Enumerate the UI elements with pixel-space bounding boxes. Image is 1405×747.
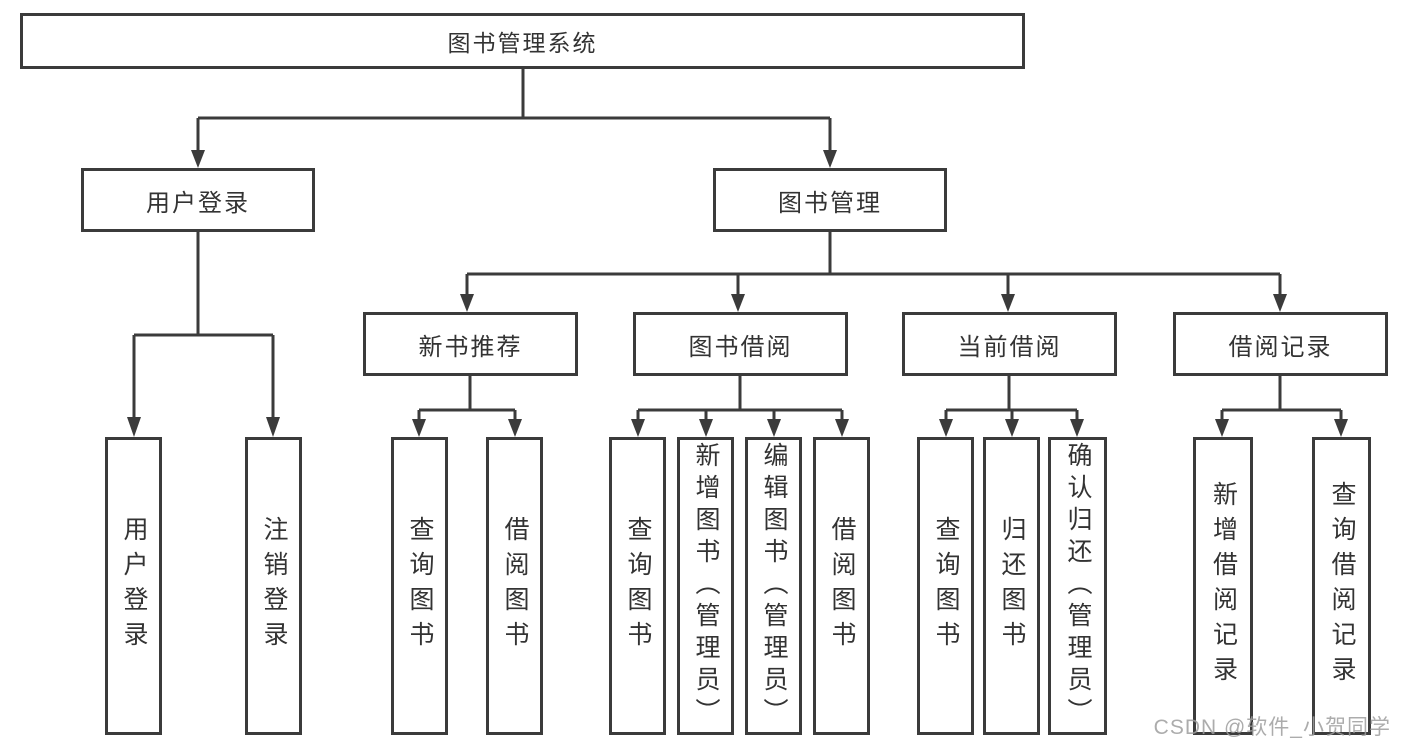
node-book-management-label: 图书管理: [778, 189, 882, 217]
leaf-user-login-label: 用户登录: [120, 516, 148, 656]
node-book-borrow: 图书借阅: [633, 312, 848, 376]
leaf-logout-label: 注销登录: [260, 516, 288, 656]
leaf-query-book-1: 查询图书: [391, 437, 448, 735]
leaf-confirm-return-admin: 确认归还（管理员）: [1048, 437, 1107, 735]
leaf-add-book-admin: 新增图书（管理员）: [677, 437, 734, 735]
leaf-add-book-admin-label: 新增图书（管理员）: [692, 442, 720, 730]
node-book-borrow-label: 图书借阅: [688, 333, 793, 361]
leaf-borrow-book-2: 借阅图书: [813, 437, 870, 735]
node-current-borrow: 当前借阅: [902, 312, 1117, 376]
leaf-borrow-book-1-label: 借阅图书: [501, 516, 529, 656]
leaf-return-book-label: 归还图书: [998, 516, 1026, 656]
node-current-borrow-label: 当前借阅: [957, 333, 1062, 361]
node-user-login-label: 用户登录: [146, 189, 250, 217]
leaf-edit-book-admin-label: 编辑图书（管理员）: [760, 442, 788, 730]
leaf-query-borrow-record-label: 查询借阅记录: [1328, 481, 1356, 691]
arrowheads: [127, 150, 1348, 437]
leaf-add-borrow-record: 新增借阅记录: [1193, 437, 1253, 735]
node-root: 图书管理系统: [20, 13, 1025, 69]
leaf-borrow-book-1: 借阅图书: [486, 437, 543, 735]
leaf-return-book: 归还图书: [983, 437, 1040, 735]
leaf-query-book-2: 查询图书: [609, 437, 666, 735]
node-user-login: 用户登录: [81, 168, 315, 232]
leaf-query-book-3-label: 查询图书: [932, 516, 960, 656]
node-new-book-recommend: 新书推荐: [363, 312, 578, 376]
node-borrow-record-label: 借阅记录: [1228, 333, 1333, 361]
leaf-query-borrow-record: 查询借阅记录: [1312, 437, 1371, 735]
leaf-add-borrow-record-label: 新增借阅记录: [1209, 481, 1238, 691]
node-borrow-record: 借阅记录: [1173, 312, 1388, 376]
node-root-label: 图书管理系统: [447, 30, 598, 56]
leaf-borrow-book-2-label: 借阅图书: [828, 516, 856, 656]
leaf-query-book-3: 查询图书: [917, 437, 974, 735]
node-book-management: 图书管理: [713, 168, 947, 232]
leaf-query-book-1-label: 查询图书: [406, 516, 434, 656]
leaf-query-book-2-label: 查询图书: [624, 516, 652, 656]
node-new-book-recommend-label: 新书推荐: [418, 333, 523, 361]
leaf-logout: 注销登录: [245, 437, 302, 735]
leaf-edit-book-admin: 编辑图书（管理员）: [745, 437, 802, 735]
leaf-user-login: 用户登录: [105, 437, 162, 735]
leaf-confirm-return-admin-label: 确认归还（管理员）: [1064, 442, 1092, 730]
